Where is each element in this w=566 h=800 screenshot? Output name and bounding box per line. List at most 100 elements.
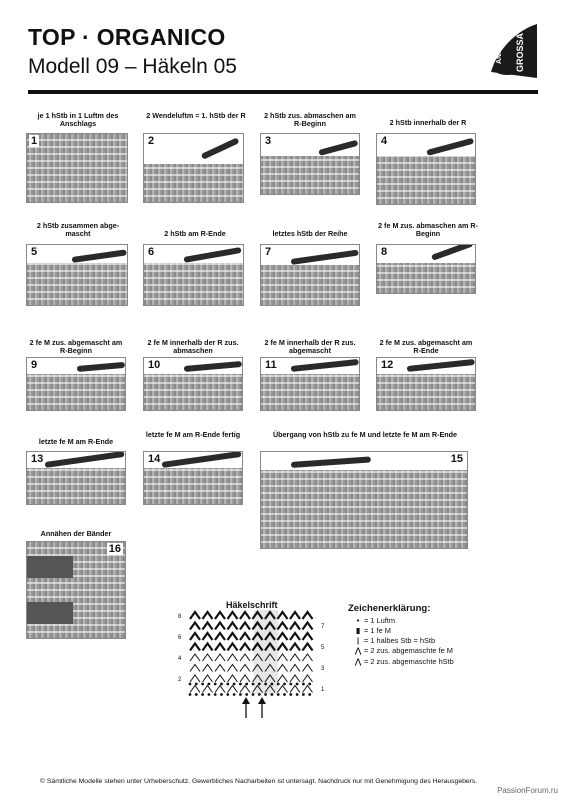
step-3-number: 3	[263, 135, 274, 147]
step-13-photo: 13	[26, 451, 126, 505]
decrease-fe-m-icon: ⋀	[354, 646, 362, 655]
step-5-number: 5	[29, 246, 40, 258]
step-8-photo: 8	[376, 244, 476, 294]
step-14-caption: letzte fe M am R-Ende fertig	[145, 430, 241, 439]
chart-stitch-symbol	[239, 674, 251, 683]
row-number-3: 3	[321, 666, 325, 672]
chart-stitch-symbol	[239, 631, 251, 641]
chart-chain-dot	[207, 682, 211, 686]
chart-stitch-symbol	[289, 653, 301, 662]
arrow-up-icon	[258, 697, 266, 718]
step-1-photo: 1	[26, 133, 128, 203]
legend-text: = 1 halbes Stb = hStb	[364, 636, 436, 645]
chart-chain-dot	[289, 682, 293, 686]
row-number-5: 5	[321, 645, 325, 651]
chart-stitch-symbol	[276, 631, 289, 641]
chart-stitch-symbol	[189, 641, 201, 652]
chart-stitch-symbol	[201, 631, 214, 641]
firm-stitch-icon: ▮	[355, 626, 361, 635]
chart-chain-dot	[295, 682, 299, 686]
step-12-number: 12	[379, 359, 396, 371]
chart-chain-dot	[308, 693, 312, 696]
step-3-photo: 3	[260, 133, 360, 195]
watermark: PassionForum.ru	[497, 786, 558, 795]
chart-stitch-symbol	[302, 674, 313, 683]
step-15-photo: 15	[260, 451, 468, 549]
chart-stitch-symbol	[276, 610, 289, 620]
chart-stitch-symbol	[189, 631, 201, 641]
chart-stitch-symbol	[302, 663, 313, 672]
chart-stitch-symbol	[202, 674, 213, 683]
step-6-caption: 2 hStb am R-Ende	[164, 229, 226, 238]
step-16-caption: Annähen der Bänder	[40, 529, 112, 538]
step-4-photo: 4	[376, 133, 476, 205]
chart-stitch-symbol	[189, 653, 201, 662]
chart-stitch-symbol	[252, 653, 263, 662]
row-number-8: 8	[178, 614, 182, 620]
step-9-caption: 2 fe M zus. abgemascht am R-Beginn	[29, 338, 123, 356]
chart-stitch-symbol	[289, 641, 301, 652]
chart-chain-dot	[232, 693, 236, 696]
row-number-4: 4	[178, 656, 182, 662]
chart-chain-dot	[201, 693, 205, 696]
chart-stitch-symbol	[189, 674, 201, 683]
step-2-photo: 2	[143, 133, 244, 203]
legend-text: = 1 fe M	[364, 626, 391, 635]
chart-stitch-symbol	[289, 620, 301, 631]
chart-chain-dot	[226, 682, 230, 686]
chart-stitch-symbol	[264, 610, 276, 620]
ribbon-band-top	[27, 556, 73, 578]
chart-stitch-symbol	[264, 674, 276, 683]
step-1-caption: je 1 hStb in 1 Luftm des Anschlags	[37, 111, 119, 129]
legend-text: = 2 zus. abgemaschte fe M	[364, 646, 453, 655]
chart-stitch-symbol	[289, 663, 301, 672]
chart-stitch-symbol	[189, 610, 201, 620]
chart-chain-dot	[194, 693, 198, 696]
arrow-up-icon	[242, 697, 250, 718]
svg-text:ANNA: ANNA	[496, 44, 503, 64]
chart-chain-dot	[301, 682, 305, 686]
chart-stitch-symbol	[239, 641, 251, 652]
row-number-2: 2	[178, 677, 182, 683]
chart-stitch-symbol	[214, 620, 226, 631]
step-2-caption: 2 Wendeluftm = 1. hStb der R	[146, 111, 246, 120]
chart-chain-dot	[289, 693, 293, 696]
chart-chain-dot	[276, 682, 280, 686]
chart-chain-dot	[220, 682, 223, 686]
chart-chain-dot	[232, 682, 236, 686]
step-7-number: 7	[263, 246, 274, 258]
chart-stitch-symbol	[226, 641, 239, 652]
step-8-number: 8	[379, 246, 390, 258]
chart-stitch-symbol	[264, 641, 276, 652]
chart-stitch-symbol	[202, 684, 213, 693]
legend-text: = 1 Luftm	[364, 616, 396, 625]
chart-stitch-symbol	[302, 684, 313, 693]
step-15-number: 15	[448, 453, 465, 465]
step-12-caption: 2 fe M zus. abgemascht am R-Ende	[379, 338, 473, 356]
chart-stitch-symbol	[202, 663, 213, 672]
row-number-7: 7	[321, 624, 325, 630]
step-16-number: 16	[106, 543, 123, 555]
half-treble-icon: |	[356, 636, 360, 645]
step-14-number: 14	[146, 453, 163, 465]
chart-stitch-symbol	[289, 674, 301, 683]
brand-logo: ANNA GROSSA	[491, 24, 537, 78]
chart-stitch-symbol	[264, 684, 276, 693]
chart-stitch-symbol	[214, 631, 226, 641]
chart-stitch-symbol	[227, 653, 238, 662]
chart-chain-dot	[194, 682, 198, 686]
row-number-6: 6	[178, 635, 182, 641]
step-10-caption: 2 fe M innerhalb der R zus. abmaschen	[147, 338, 239, 356]
chart-stitch-symbol	[239, 663, 251, 672]
chart-chain-dot	[245, 693, 249, 696]
chart-stitch-symbol	[277, 663, 288, 672]
step-11-caption: 2 fe M innerhalb der R zus. abgemascht	[264, 338, 356, 356]
step-9-photo: 9	[26, 357, 126, 411]
chart-stitch-symbol	[252, 663, 263, 672]
legend-text: = 2 zus. abgemaschte hStb	[364, 657, 454, 666]
chart-stitch-symbol	[252, 684, 263, 693]
chart-chain-dot	[251, 682, 255, 686]
chart-chain-dot	[264, 693, 267, 696]
step-13-number: 13	[29, 453, 46, 465]
chart-chain-dot	[201, 682, 205, 686]
